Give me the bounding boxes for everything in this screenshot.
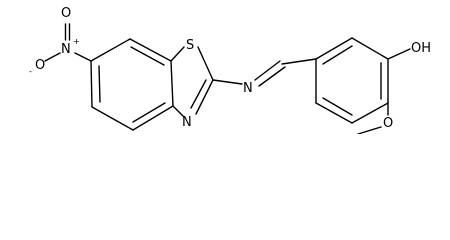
bond-c-s — [170, 46, 185, 62]
charge-plus: + — [73, 37, 80, 46]
bond-n-o-left — [44, 52, 61, 62]
bond-imine-n-ch-a — [254, 60, 281, 81]
bond-b4 — [170, 60, 174, 107]
bond-b2 — [91, 106, 134, 131]
atom-thiazole-nitrogen: N — [182, 115, 192, 130]
bonds — [44, 23, 411, 134]
bond-ch-ring — [281, 58, 317, 65]
bond-b1-inner — [98, 65, 101, 103]
bond-c2-imine-n — [212, 79, 243, 85]
bond-p2 — [351, 37, 389, 60]
bond-b3 — [132, 105, 174, 131]
bond-p5-inner — [322, 97, 353, 116]
bond-b3-inner — [132, 102, 166, 123]
bond-s-c2 — [197, 46, 214, 81]
bond-c2-n-b — [190, 79, 207, 109]
bond-p4 — [351, 102, 389, 124]
atom-hydroxyl: OH — [411, 41, 431, 56]
atom-oxygen-top: O — [61, 6, 71, 21]
atom-oxygen-left: O — [35, 58, 45, 73]
bond-b5-inner — [130, 46, 165, 66]
atom-nitro-nitrogen: N — [61, 42, 71, 57]
bond-p1 — [315, 37, 353, 60]
bond-n-c — [172, 105, 185, 118]
bond-imine-n-ch-b — [258, 66, 286, 87]
bond-b5 — [129, 38, 172, 62]
atom-methoxy-oxygen: O — [383, 116, 393, 131]
bond-b6 — [90, 38, 131, 62]
bond-n-ring — [74, 52, 92, 62]
atom-sulfur: S — [186, 38, 194, 53]
bond-o-methyl — [357, 126, 382, 134]
bond-c2-n-a — [195, 79, 214, 115]
charge-minus: - — [29, 67, 32, 76]
atom-labels: O N + O - S N N OH O — [29, 6, 431, 131]
bond-b1 — [90, 60, 93, 108]
atom-imine-nitrogen: N — [243, 81, 253, 96]
bond-p5 — [315, 102, 353, 124]
bond-ring-oh — [387, 48, 411, 60]
bond-p1-inner — [322, 45, 353, 65]
molecule-diagram: O N + O - S N N OH O — [29, 6, 431, 134]
